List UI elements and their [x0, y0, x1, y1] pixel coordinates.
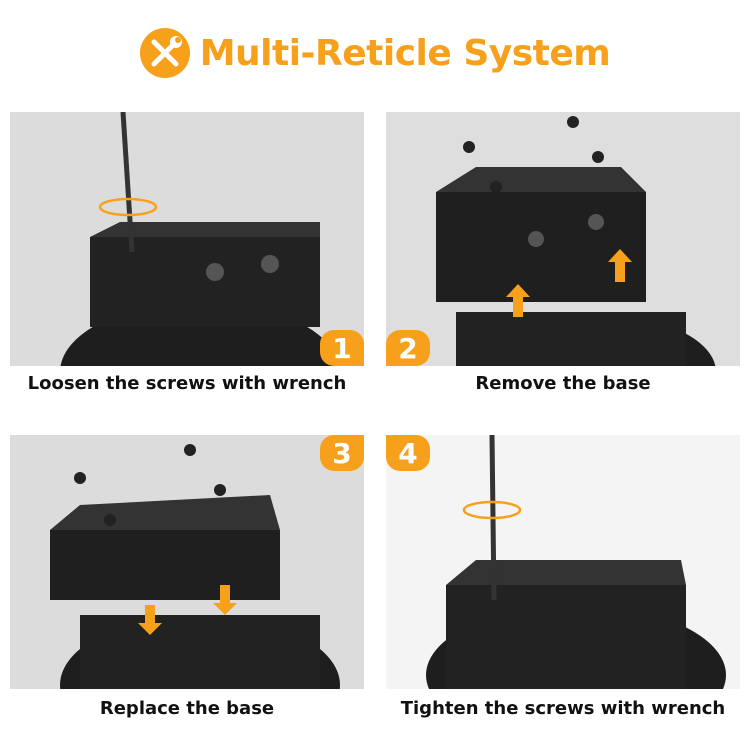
- step-caption: Remove the base: [475, 373, 651, 394]
- step-1-image: 1: [10, 112, 364, 366]
- step-caption: Replace the base: [99, 698, 275, 719]
- step-caption: Tighten the screws with wrench: [400, 698, 726, 719]
- step-badge: 3: [320, 435, 364, 471]
- step-badge: 2: [386, 330, 430, 366]
- step-badge: 1: [320, 330, 364, 366]
- step-3-image: 3: [10, 435, 364, 689]
- title-bar: Multi-Reticle System: [0, 28, 750, 78]
- page-title: Multi-Reticle System: [199, 32, 611, 74]
- step-4-image: 4: [386, 435, 740, 689]
- step-caption: Loosen the screws with wrench: [27, 373, 347, 394]
- step-2-image: 2: [386, 112, 740, 366]
- wrench-screwdriver-icon: [139, 28, 190, 78]
- step-badge: 4: [386, 435, 430, 471]
